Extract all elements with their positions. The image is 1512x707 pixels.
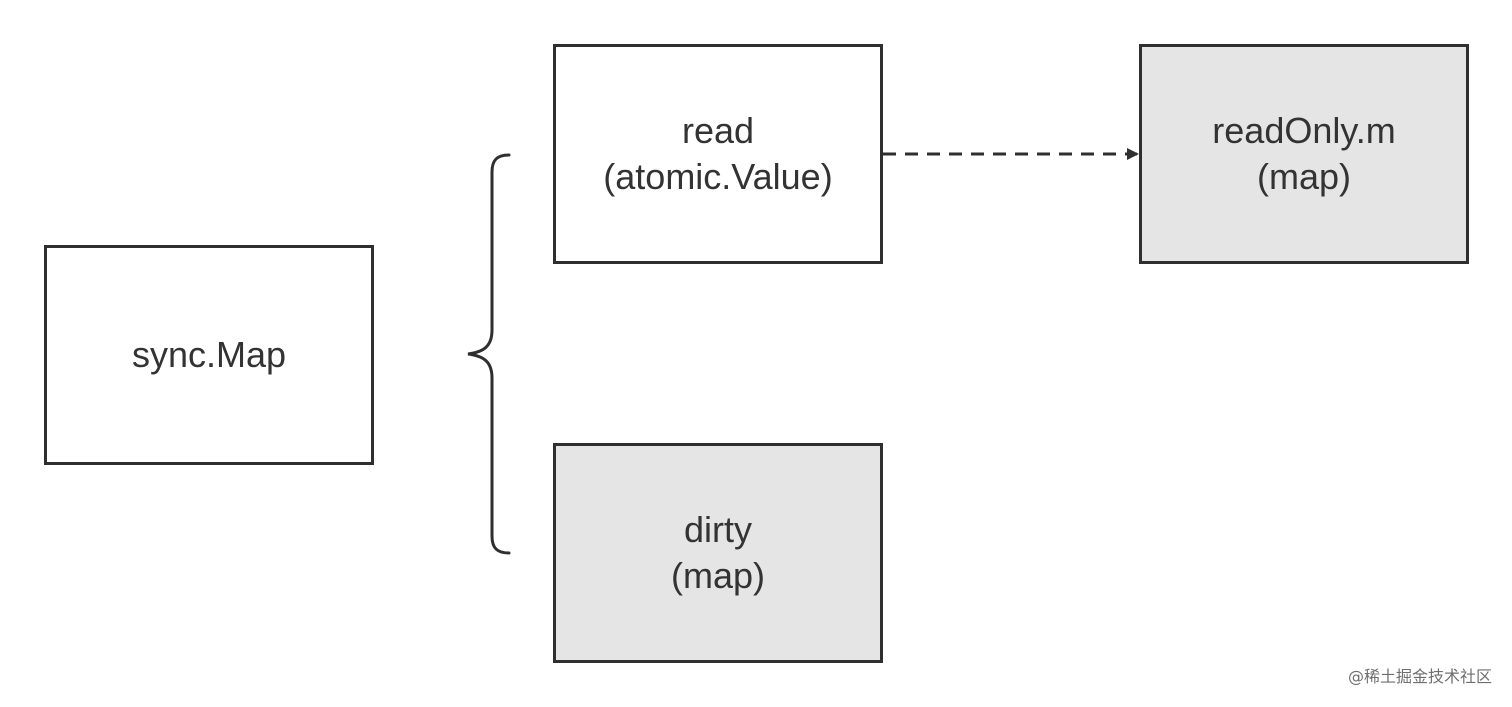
node-read-type: (atomic.Value): [603, 156, 833, 197]
node-dirty-type: (map): [670, 555, 765, 596]
node-dirty: dirty (map): [553, 443, 883, 663]
node-readonly-m: readOnly.m (map): [1139, 44, 1469, 264]
node-sync-map: sync.Map: [44, 245, 374, 465]
curly-brace: [467, 153, 511, 555]
node-dirty-label: dirty: [683, 509, 752, 550]
watermark: @稀土掘金技术社区: [1347, 667, 1492, 686]
node-read: read (atomic.Value): [553, 44, 883, 264]
node-readonly-m-label: readOnly.m: [1212, 110, 1396, 151]
node-read-label: read: [681, 110, 755, 151]
node-sync-map-label: sync.Map: [131, 334, 287, 375]
node-readonly-m-type: (map): [1256, 156, 1351, 197]
